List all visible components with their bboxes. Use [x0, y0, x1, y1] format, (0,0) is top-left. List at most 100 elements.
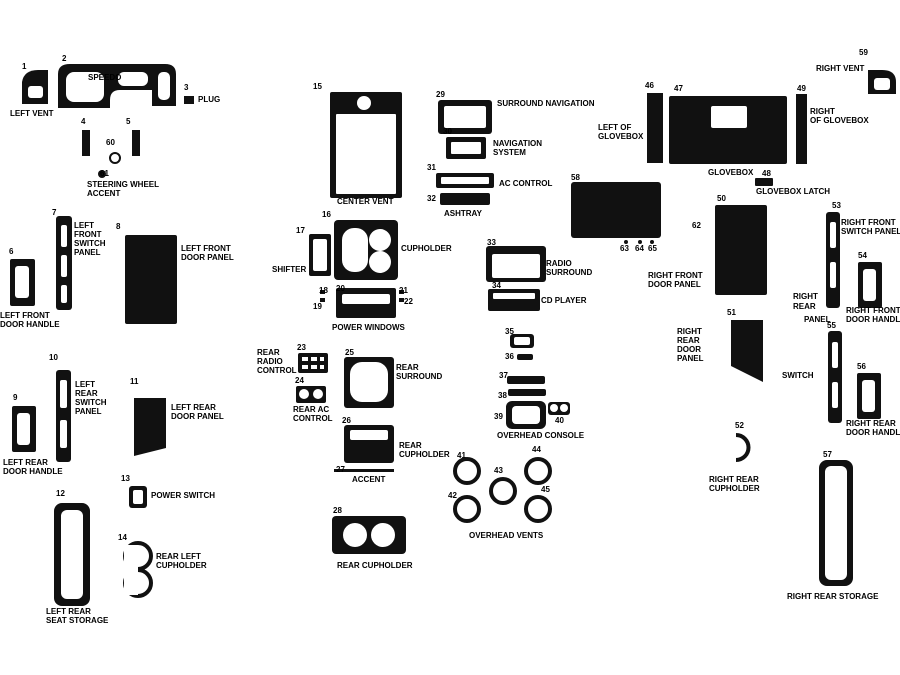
- part-28-hole-left: [343, 523, 367, 547]
- part-23-label-line-3: CONTROL: [257, 366, 297, 375]
- part-54-label-line-2: DOOR HANDLE: [846, 315, 900, 324]
- part-shapes: [10, 64, 896, 606]
- part-2-label-line-1: SPEEDO: [88, 73, 121, 82]
- part-61-label-line-1: STEERING WHEEL: [87, 180, 159, 189]
- part-30-number: 30: [443, 127, 452, 136]
- part-64-shape: [638, 240, 642, 244]
- part-65-shape: [650, 240, 654, 244]
- part-55-shape: [828, 331, 842, 423]
- part-9-label-line-1: LEFT REAR: [3, 458, 48, 467]
- part-11-shape: [134, 398, 166, 456]
- part-56-label-line-1: RIGHT REAR: [846, 419, 896, 428]
- part-25-label-line-2: SURROUND: [396, 372, 442, 381]
- part-3-number: 3: [184, 83, 189, 92]
- part-20-label-line-1: POWER WINDOWS: [332, 323, 406, 332]
- part-55-label-line-4: SWITCH: [782, 371, 814, 380]
- part-45-number: 45: [541, 485, 550, 494]
- part-12-number: 12: [56, 489, 65, 498]
- part-9-label-line-2: DOOR HANDLE: [3, 467, 63, 476]
- part-34-label-line-1: CD PLAYER: [541, 296, 587, 305]
- part-9-hole: [17, 413, 30, 445]
- part-11-label-line-1: LEFT REAR: [171, 403, 216, 412]
- part-51-number: 51: [727, 308, 736, 317]
- part-27-label-line-1: ACCENT: [352, 475, 385, 484]
- part-56-hole: [862, 380, 875, 412]
- part-46-number: 46: [645, 81, 654, 90]
- part-24-knob-right: [313, 389, 323, 399]
- part-38-number: 38: [498, 391, 507, 400]
- part-65-number: 65: [648, 244, 657, 253]
- part-13-label-line-1: POWER SWITCH: [151, 491, 215, 500]
- part-33-number: 33: [487, 238, 496, 247]
- part-33-hole: [492, 254, 540, 278]
- part-8-number: 8: [116, 222, 121, 231]
- part-30-label-line-1: NAVIGATION: [493, 139, 542, 148]
- part-44-number: 44: [532, 445, 541, 454]
- part-63-shape: [624, 240, 628, 244]
- part-7-slot1: [61, 225, 67, 247]
- part-21-number: 21: [399, 286, 408, 295]
- part-3-label-line-1: PLUG: [198, 95, 220, 104]
- part-15-hole: [336, 114, 396, 194]
- part-49-number: 49: [797, 84, 806, 93]
- part-23-number: 23: [297, 343, 306, 352]
- part-47-number: 47: [674, 84, 683, 93]
- part-35-hole: [514, 337, 530, 345]
- part-23-label-line-2: RADIO: [257, 357, 283, 366]
- part-4-number: 4: [81, 117, 86, 126]
- part-43-number: 43: [494, 466, 503, 475]
- part-8-shape: [125, 235, 177, 324]
- part-14-label-line-2: CUPHOLDER: [156, 561, 207, 570]
- part-10-label-line-4: PANEL: [75, 407, 102, 416]
- part-11-label-line-2: DOOR PANEL: [171, 412, 224, 421]
- part-55-label-line-1: RIGHT: [793, 292, 818, 301]
- part-2-number: 2: [62, 54, 67, 63]
- part-48-shape: [755, 178, 773, 186]
- part-43-label-line-1: OVERHEAD VENTS: [469, 531, 544, 540]
- part-43-shape: [489, 477, 517, 505]
- part-30-screen: [451, 142, 481, 154]
- part-62-label-line-2: DOOR PANEL: [648, 280, 701, 289]
- part-25-hole: [350, 362, 388, 402]
- part-49-label-line-1: RIGHT: [810, 107, 835, 116]
- part-10-label-line-1: LEFT: [75, 380, 95, 389]
- part-13-number: 13: [121, 474, 130, 483]
- part-53-number: 53: [832, 201, 841, 210]
- part-38-shape: [508, 389, 546, 396]
- part-33-label-line-2: SURROUND: [546, 268, 592, 277]
- part-39-number: 39: [494, 412, 503, 421]
- part-8-label-line-1: LEFT FRONT: [181, 244, 231, 253]
- part-61-number: 61: [100, 169, 109, 178]
- part-1-label-line-1: LEFT VENT: [10, 109, 54, 118]
- part-52-number: 52: [735, 421, 744, 430]
- part-47-shape: [669, 96, 787, 164]
- part-62-number: 62: [692, 221, 701, 230]
- part-7-label-line-4: PANEL: [74, 248, 101, 257]
- part-61-label-line-2: ACCENT: [87, 189, 120, 198]
- part-53-slot1: [830, 222, 836, 248]
- part-64-number: 64: [635, 244, 644, 253]
- part-16-label-line-1: CUPHOLDER: [401, 244, 452, 253]
- part-46-label-line-2: GLOVEBOX: [598, 132, 644, 141]
- part-14-label-line-1: REAR LEFT: [156, 552, 201, 561]
- part-23-btn6: [320, 365, 324, 369]
- part-59-hole: [874, 78, 890, 90]
- part-18-number: 18: [319, 286, 328, 295]
- part-51-shape: [731, 320, 763, 382]
- part-31-label-line-1: AC CONTROL: [499, 179, 552, 188]
- part-46-label-line-1: LEFT OF: [598, 123, 631, 132]
- part-13-hole: [133, 490, 143, 504]
- part-23-btn5: [311, 365, 317, 369]
- part-24-number: 24: [295, 376, 304, 385]
- part-53-label-line-2: SWITCH PANEL: [841, 227, 900, 236]
- part-56-number: 56: [857, 362, 866, 371]
- part-2-gauge-right: [158, 72, 170, 100]
- part-26-slot: [350, 430, 388, 440]
- part-16-number: 16: [322, 210, 331, 219]
- part-50-number: 50: [717, 194, 726, 203]
- part-30-label-line-2: SYSTEM: [493, 148, 526, 157]
- part-36-shape: [517, 354, 533, 360]
- part-39-label-line-1: OVERHEAD CONSOLE: [497, 431, 585, 440]
- part-55-label-line-3: PANEL: [804, 315, 831, 324]
